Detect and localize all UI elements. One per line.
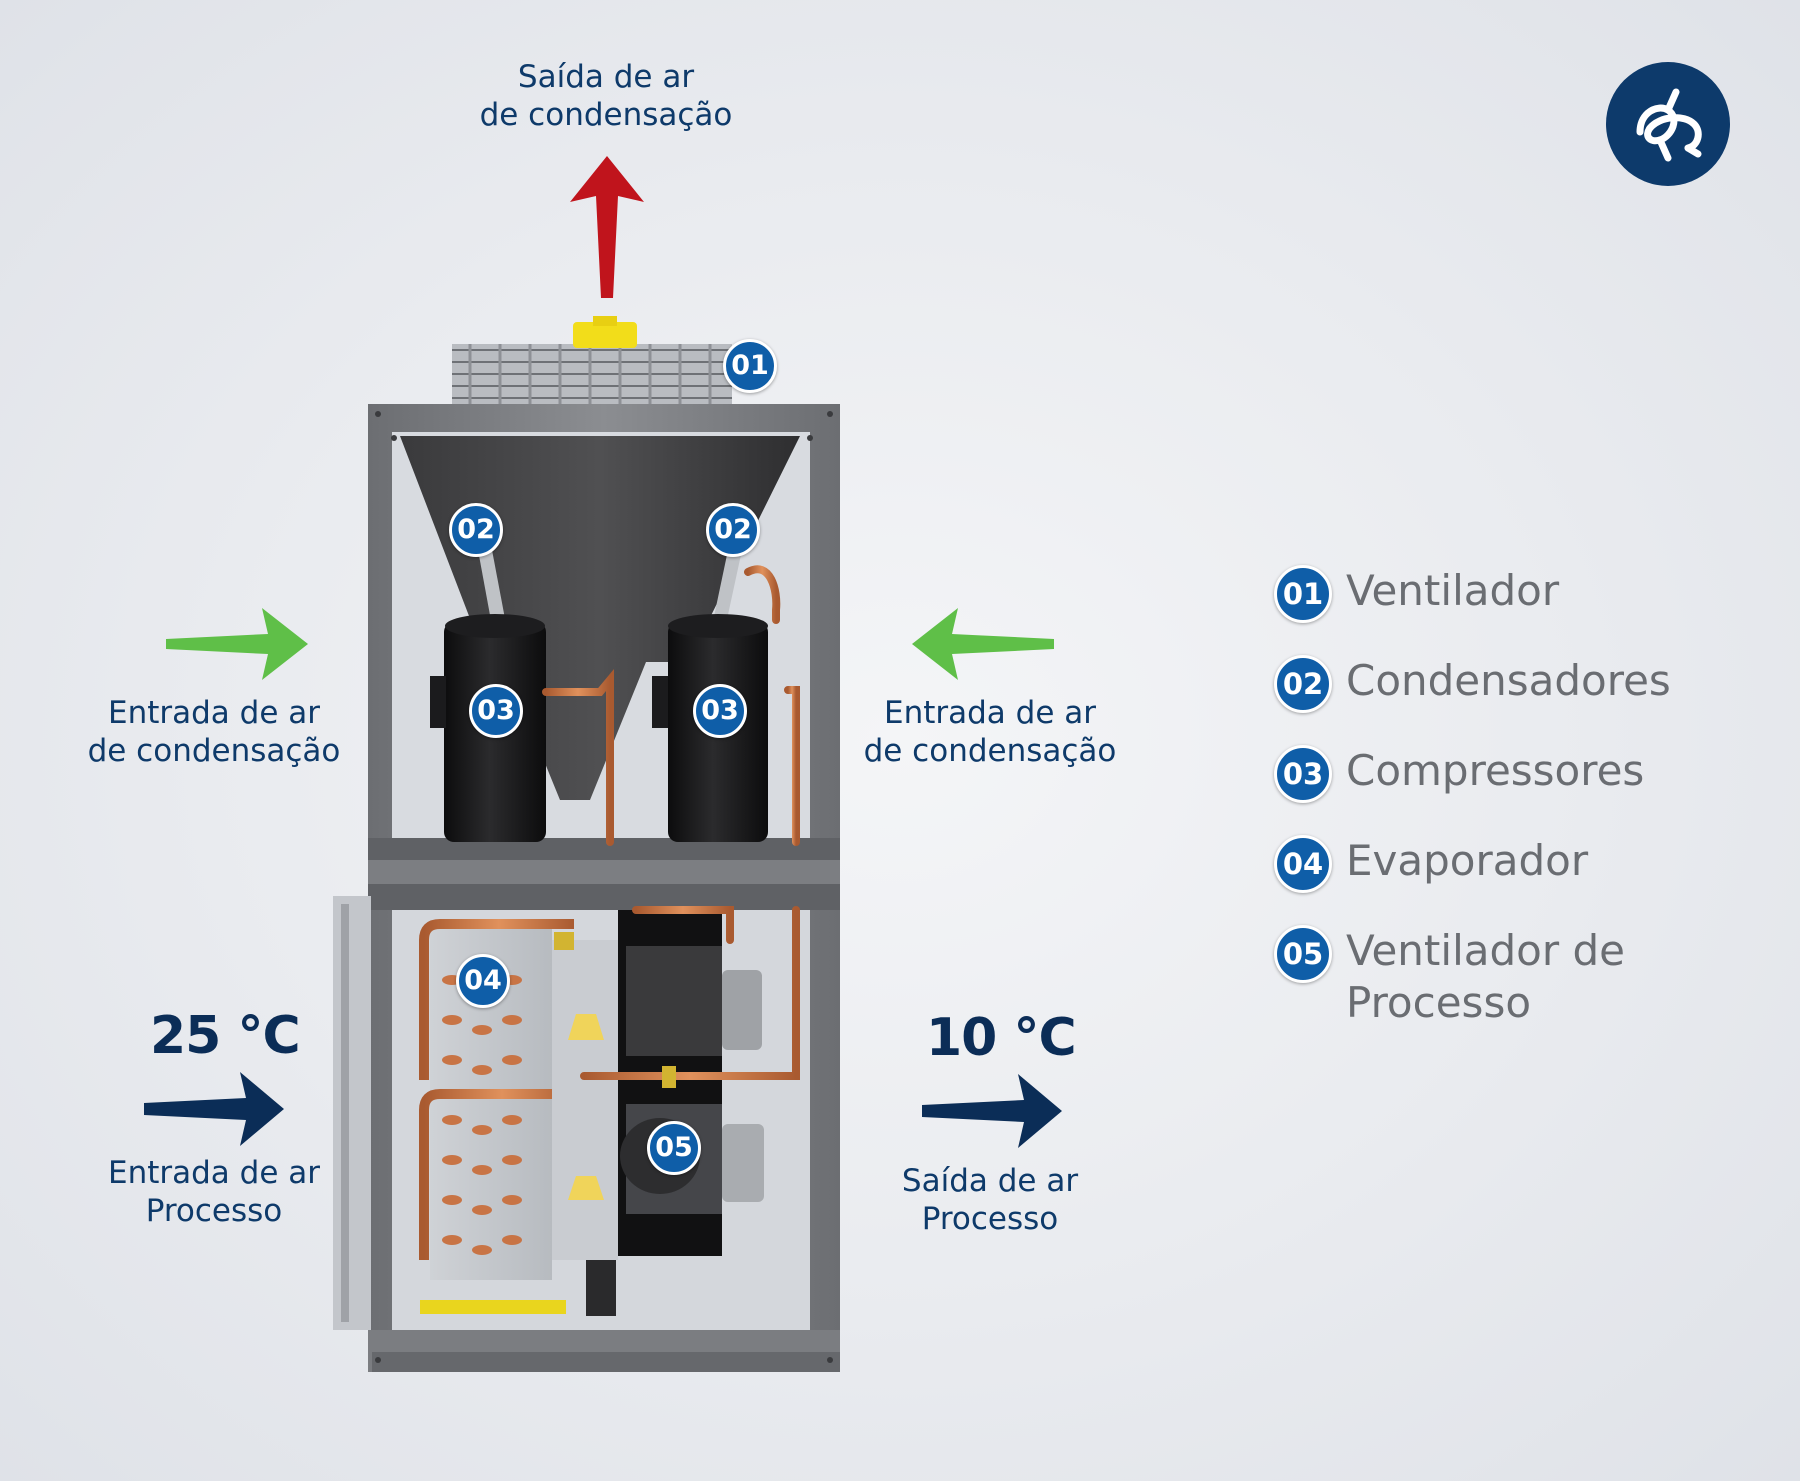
top-exhaust-label: Saída de ar de condensação: [466, 58, 746, 134]
legend-label: Condensadores: [1346, 655, 1671, 707]
legend-label-line: Processo: [1346, 978, 1532, 1027]
legend-label: Ventilador: [1346, 565, 1559, 617]
legend-label: Ventilador de Processo: [1346, 925, 1625, 1029]
legend-label-line: Compressores: [1346, 746, 1645, 795]
left-condensation-label-line-2: de condensação: [87, 733, 341, 769]
legend-badge: 05: [1274, 925, 1332, 983]
brand-logo-icon: [1606, 62, 1730, 186]
process-in-label-line-2: Processo: [145, 1193, 283, 1229]
legend-label-line: Evaporador: [1346, 836, 1589, 885]
legend-badge: 01: [1274, 565, 1332, 623]
right-condensation-label-line-1: Entrada de ar: [883, 695, 1096, 731]
legend-item-evaporator: 04 Evaporador: [1274, 835, 1588, 893]
top-exhaust-label-line-1: Saída de ar: [517, 59, 695, 95]
legend-label: Compressores: [1346, 745, 1644, 797]
legend-item-compressors: 03 Compressores: [1274, 745, 1644, 803]
badge-condenser-right: 02: [706, 503, 760, 557]
process-out-temperature: 10 °C: [926, 1008, 1077, 1068]
badge-compressor-right: 03: [693, 684, 747, 738]
left-condensation-label: Entrada de ar de condensação: [86, 694, 342, 770]
process-in-label-line-1: Entrada de ar: [107, 1155, 320, 1191]
brand-logo-mark: [1636, 88, 1702, 162]
legend-item-fan: 01 Ventilador: [1274, 565, 1559, 623]
badge-compressor-left: 03: [469, 684, 523, 738]
process-out-arrow-icon: [922, 1074, 1062, 1148]
badge-process-fan: 05: [647, 1121, 701, 1175]
exhaust-arrow-icon: [570, 156, 644, 298]
fan-guard: [452, 316, 732, 404]
legend-badge: 03: [1274, 745, 1332, 803]
right-condensation-label: Entrada de ar de condensação: [862, 694, 1118, 770]
legend-badge: 02: [1274, 655, 1332, 713]
legend-badge: 04: [1274, 835, 1332, 893]
right-condensation-arrow-icon: [912, 608, 1054, 680]
legend-item-condensers: 02 Condensadores: [1274, 655, 1671, 713]
legend-label-line: Ventilador: [1346, 566, 1560, 615]
legend-label: Evaporador: [1346, 835, 1588, 887]
legend-item-process-fan: 05 Ventilador de Processo: [1274, 925, 1625, 1029]
right-condensation-label-line-2: de condensação: [863, 733, 1117, 769]
badge-condenser-left: 02: [449, 503, 503, 557]
legend-label-line: Condensadores: [1346, 656, 1671, 705]
process-out-label: Saída de ar Processo: [872, 1162, 1108, 1238]
process-in-arrow-icon: [144, 1072, 284, 1146]
top-exhaust-label-line-2: de condensação: [479, 97, 733, 133]
left-condensation-arrow-icon: [166, 608, 308, 680]
process-out-label-line-2: Processo: [921, 1201, 1059, 1237]
left-condensation-label-line-1: Entrada de ar: [107, 695, 320, 731]
legend-label-line: Ventilador de: [1346, 926, 1625, 975]
process-in-label: Entrada de ar Processo: [96, 1154, 332, 1230]
badge-evaporator: 04: [456, 954, 510, 1008]
process-in-temperature: 25 °C: [150, 1006, 301, 1066]
process-out-label-line-1: Saída de ar: [901, 1163, 1079, 1199]
badge-fan: 01: [723, 339, 777, 393]
